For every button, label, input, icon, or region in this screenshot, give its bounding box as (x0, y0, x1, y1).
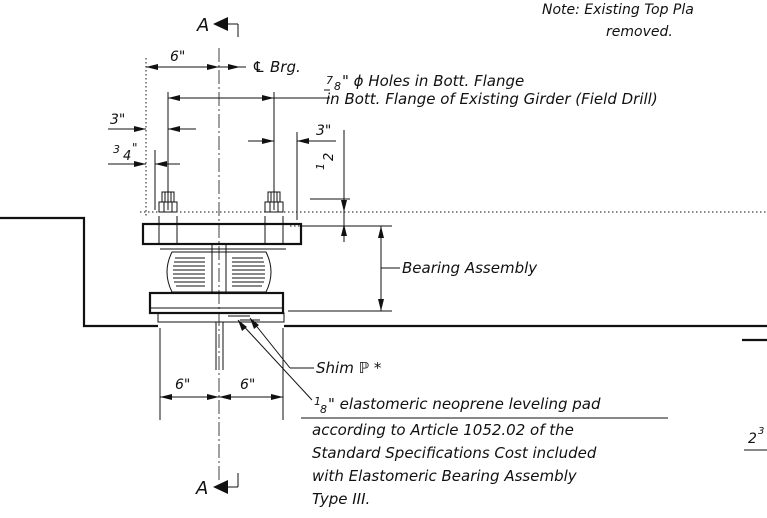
dim-left-3-4-num: 3 (113, 143, 120, 156)
pad-label-line-3: Standard Specifications Cost included (312, 444, 597, 462)
note-line-1: Note: Existing Top Pla (542, 2, 694, 18)
pad-frac-bot: 8 (320, 403, 327, 416)
pad-label-line-2: according to Article 1052.02 of the (312, 421, 574, 439)
dim-half-bot: 2 (322, 153, 337, 161)
dim-half-top: 1 (314, 163, 327, 170)
left-3-4in-dimension: 3 4 " (108, 141, 180, 210)
shim-label: Shim ℙ * (316, 359, 382, 377)
dim-bottom-6-left: 6" (175, 377, 190, 393)
existing-bearing-seat-outline (0, 216, 767, 328)
right-edge-dim-sup: 3 (758, 426, 764, 437)
anchor-bolt-left (158, 191, 178, 213)
pad-label-line-5: Type III. (312, 490, 370, 508)
section-mark-top-letter: A (196, 15, 209, 36)
holes-label-line-1: " ϕ Holes in Bott. Flange (342, 72, 524, 90)
top-6in-dimension: 6" (146, 49, 246, 70)
section-arrow-bottom-icon (213, 480, 228, 494)
holes-spacing-dimension (167, 92, 330, 210)
dim-left-3-4-den: 4 (123, 149, 131, 164)
leveling-pad-leader (237, 319, 313, 401)
pad-frac-top: 1 (314, 395, 321, 408)
holes-label-line-2: in Bott. Flange of Existing Girder (Fiel… (326, 90, 658, 108)
dim-right-3: 3" (316, 123, 331, 139)
section-mark-top: A (196, 15, 239, 37)
section-mark-bottom: A (195, 473, 239, 499)
note-line-2: removed. (606, 24, 673, 40)
vertical-half-in-dimension: 1 2 (310, 130, 350, 242)
pad-label-line-4: with Elastomeric Bearing Assembly (312, 467, 578, 485)
cl-brg-label: Brg. (270, 58, 301, 76)
svg-text:": " (132, 141, 138, 155)
holes-frac-bot: 8 (334, 80, 341, 93)
section-arrow-top-icon (213, 17, 228, 31)
bearing-top-plate (141, 216, 303, 252)
bearing-bottom-plate (148, 291, 285, 370)
dim-bottom-6-right: 6" (240, 377, 255, 393)
bottom-6in-dimensions: 6" 6" (159, 328, 284, 420)
section-mark-bottom-letter: A (195, 478, 208, 499)
holes-frac-top: 7 (326, 74, 333, 87)
dim-top-6: 6" (170, 49, 185, 65)
right-edge-dim-whole: 2 (748, 431, 757, 447)
bearing-assembly-label: Bearing Assembly (402, 259, 538, 277)
pad-label-line-1: " elastomeric neoprene leveling pad (328, 395, 601, 413)
left-3in-dimension: 3" (108, 112, 196, 132)
dim-left-3: 3" (110, 112, 125, 128)
right-3in-dimension: 3" (248, 123, 336, 220)
cl-brg-symbol: ℄ (252, 58, 265, 76)
anchor-bolt-right (264, 191, 284, 213)
bearing-assembly-dimension (288, 225, 400, 312)
